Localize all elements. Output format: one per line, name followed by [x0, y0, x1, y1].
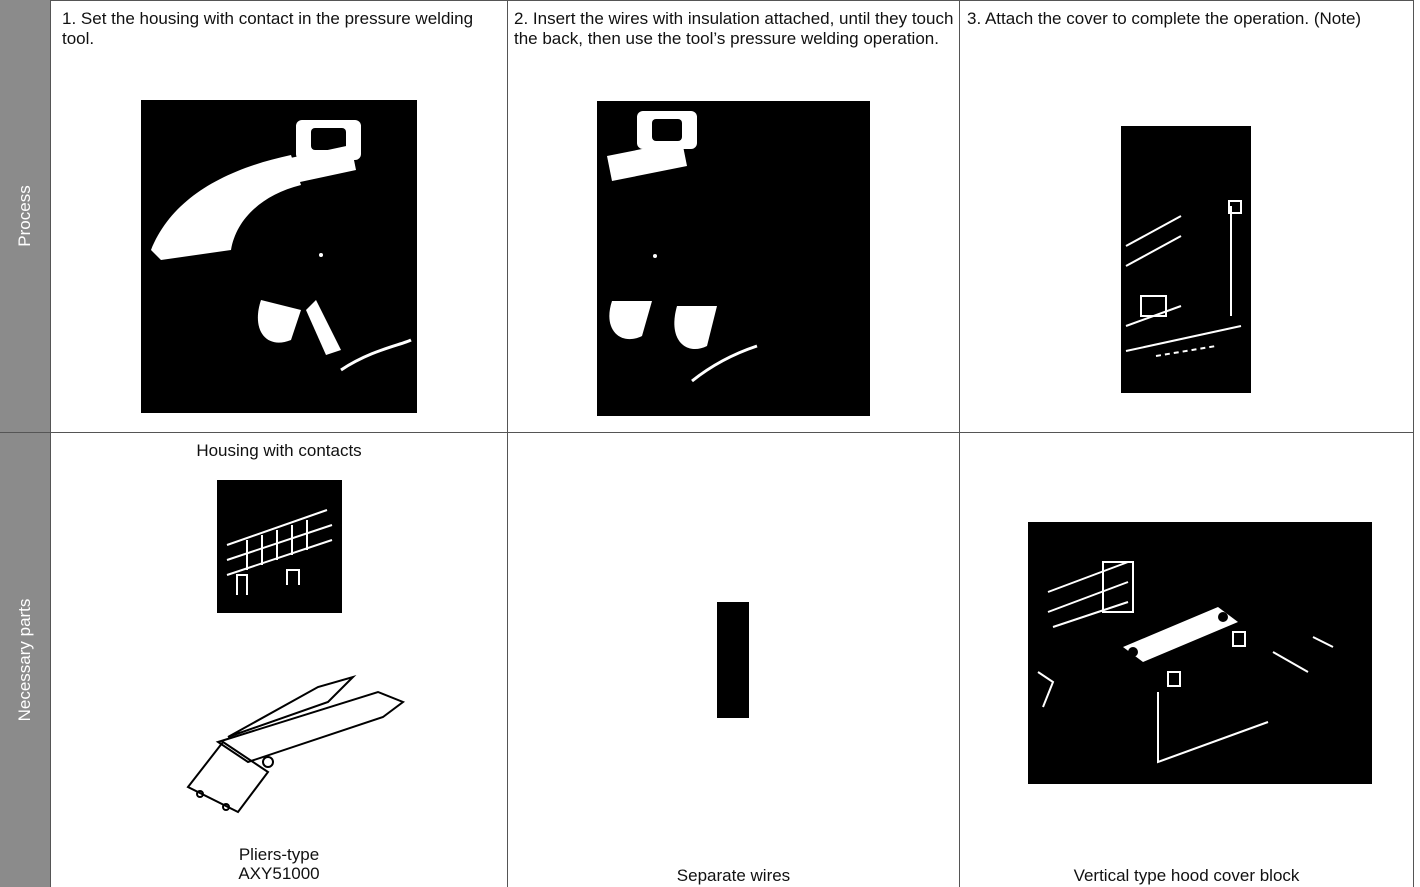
step-3-text: 3. Attach the cover to complete the oper… [967, 9, 1407, 29]
column-divider [1413, 0, 1414, 887]
table-top-border [0, 0, 1414, 1]
row-divider [0, 432, 1414, 433]
step-2-illustration [597, 101, 870, 416]
row-label-parts-text: Necessary parts [15, 599, 35, 722]
column-divider [507, 0, 508, 887]
wires-illustration [717, 602, 749, 718]
part-wires-caption: Separate wires [508, 866, 959, 886]
housing-illustration [217, 480, 342, 613]
step-3-illustration [1121, 126, 1251, 393]
pliers-caption-line2: AXY51000 [51, 864, 507, 884]
step-1-text: 1. Set the housing with contact in the p… [62, 9, 502, 49]
step-1-illustration [141, 100, 417, 413]
pliers-caption-line1: Pliers-type [51, 845, 507, 865]
column-divider [959, 0, 960, 887]
row-label-parts: Necessary parts [0, 433, 50, 887]
pliers-tool-illustration [178, 662, 408, 822]
part-housing-caption: Housing with contacts [51, 441, 507, 461]
row-label-process-text: Process [15, 185, 35, 246]
row-label-process: Process [0, 0, 50, 432]
hood-cover-illustration [1028, 522, 1372, 784]
step-2-text: 2. Insert the wires with insulation atta… [514, 9, 954, 49]
part-hood-cover-caption: Vertical type hood cover block [960, 866, 1413, 886]
